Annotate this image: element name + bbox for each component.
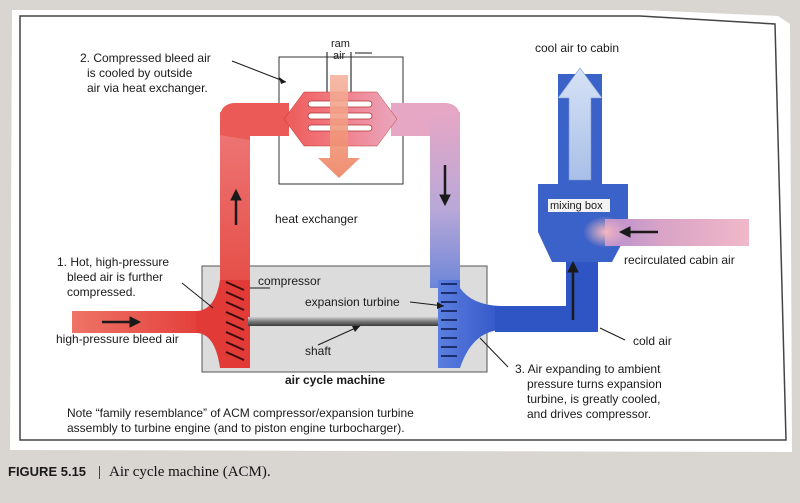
heat-exchanger-label: heat exchanger: [275, 212, 358, 226]
expansion-turbine-label: expansion turbine: [305, 295, 400, 309]
step1-line2: bleed air is further: [67, 270, 163, 284]
cold-air-label: cold air: [633, 334, 672, 348]
flow-arrows: [102, 165, 658, 328]
figure-border: [19, 15, 787, 441]
turbine-blades: [441, 283, 457, 357]
ram-air-arrow: [318, 75, 360, 178]
step2-line2: is cooled by outside: [87, 66, 193, 80]
step3-line4: and drives compressor.: [527, 407, 651, 421]
step2-line1: 2. Compressed bleed air: [80, 51, 211, 65]
step1-line1: 1. Hot, high-pressure: [57, 255, 169, 269]
cold-up-arrow-head: [567, 260, 579, 273]
ram-air-label-1: ram: [331, 38, 350, 50]
step2-line3: air via heat exchanger.: [87, 81, 208, 95]
inlet-arrow-head: [129, 316, 142, 328]
leader-arrowheads: [279, 77, 444, 332]
mixing-box-label-bg: [548, 199, 610, 212]
caption-separator: |: [98, 464, 101, 480]
up-arrow-head: [230, 188, 242, 201]
shaft: [248, 317, 440, 326]
shaft-label: shaft: [305, 344, 332, 358]
step3-line3: turbine, is greatly cooled,: [527, 392, 660, 406]
ram-air-label-2: air: [333, 50, 346, 62]
compressor-label: compressor: [258, 274, 321, 288]
figure-number: FIGURE 5.15: [8, 464, 86, 479]
bleed-air-label: high-pressure bleed air: [56, 332, 179, 346]
acm-label: air cycle machine: [285, 373, 385, 387]
cool-air-arrow: [557, 67, 603, 181]
top-left-duct: [220, 103, 289, 140]
note-line1: Note “family resemblance” of ACM compres…: [67, 406, 414, 420]
mixing-glow: [583, 216, 627, 248]
compressor-blades: [225, 281, 245, 361]
note-line2: assembly to turbine engine (and to pisto…: [67, 421, 405, 435]
recirc-arrow-head: [618, 226, 631, 238]
caption-text: Air cycle machine (ACM).: [109, 464, 271, 480]
inlet-duct: [72, 311, 212, 333]
step1-line3: compressed.: [67, 285, 136, 299]
step3-line1: 3. Air expanding to ambient: [515, 362, 661, 376]
recirc-label: recirculated cabin air: [624, 253, 735, 267]
step3-line2: pressure turns expansion: [527, 377, 662, 391]
down-arrow-head: [439, 194, 451, 207]
mixing-box-label: mixing box: [550, 200, 603, 212]
cool-air-label: cool air to cabin: [535, 41, 619, 55]
